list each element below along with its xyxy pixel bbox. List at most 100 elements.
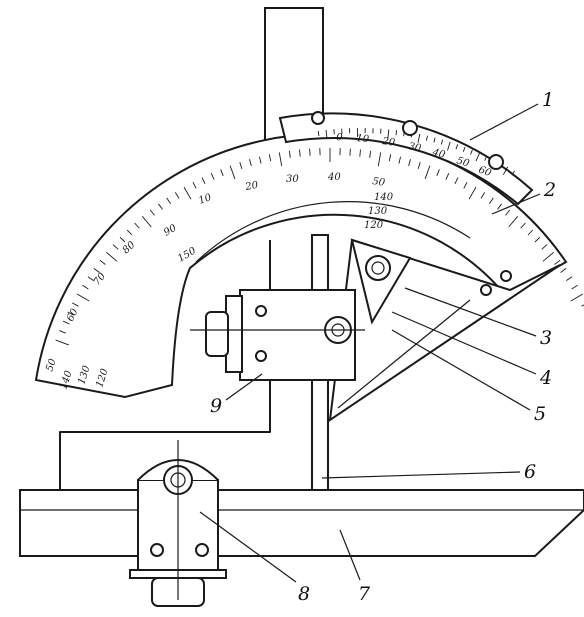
scale-tick <box>489 197 494 204</box>
scale-tick <box>542 251 554 262</box>
scale-tick <box>192 181 197 189</box>
scale-tick <box>388 154 392 162</box>
scale-tick <box>106 251 118 262</box>
scale-tick <box>349 148 351 156</box>
scale-tick <box>93 268 100 273</box>
scale-tick <box>258 156 262 164</box>
vernier-scale-numbers: 0 10 20 30 40 50 60 <box>336 132 494 179</box>
scale-tick <box>554 259 561 265</box>
scale-tick <box>566 276 573 281</box>
callout-3: 3 <box>540 327 552 349</box>
callout-2: 2 <box>543 179 556 201</box>
locking-nut <box>365 255 391 281</box>
scale-tick <box>560 268 567 273</box>
vernier-plate <box>278 112 534 206</box>
vernier-tick <box>317 130 320 136</box>
scale-tick <box>239 162 243 170</box>
arm-edge <box>337 299 471 409</box>
clamp-screw-2 <box>255 350 267 362</box>
scale-tick <box>268 154 272 162</box>
scale-tick <box>158 203 163 210</box>
scale-tick <box>76 293 90 302</box>
vernier-tick <box>470 149 473 155</box>
scale-tick <box>174 192 180 199</box>
scale-tick <box>369 150 372 158</box>
clamp-screw-1 <box>255 305 267 317</box>
scale-tick <box>377 152 382 167</box>
scale-tick <box>398 156 402 164</box>
vernier-num: 60 <box>477 164 493 179</box>
triangular-plate <box>350 238 412 325</box>
arm-hole-2 <box>500 270 512 282</box>
scale-tick <box>119 236 126 243</box>
scale-tick <box>220 169 224 176</box>
scale-tick <box>126 229 133 236</box>
scale-tick <box>570 293 584 302</box>
scale-tick <box>87 276 94 281</box>
scale-tick <box>463 181 468 189</box>
vernier-tick <box>502 166 509 175</box>
scale-tick <box>229 165 236 179</box>
scale-tick <box>149 209 155 216</box>
scale-tick <box>359 149 361 157</box>
inner-num: 130 <box>368 206 388 217</box>
vernier-tick <box>447 141 451 151</box>
scale-tick <box>63 320 70 325</box>
scale-tick <box>497 203 502 210</box>
scale-tick <box>183 186 192 200</box>
vernier-num: 30 <box>407 141 422 154</box>
callout-5: 5 <box>534 403 546 425</box>
leader-lines <box>199 103 541 583</box>
scale-tick <box>210 173 215 180</box>
base-clamp-screw-2 <box>195 543 209 557</box>
scale-tick <box>581 304 584 307</box>
vernier-screw-3 <box>488 154 504 170</box>
scale-tick <box>299 149 301 157</box>
scale-tick <box>99 259 106 265</box>
scale-tick <box>201 177 206 185</box>
vernier-num: 10 <box>356 133 370 145</box>
scale-tick <box>288 150 291 158</box>
outer-num: 40 <box>327 172 341 183</box>
inner-num: 140 <box>374 192 394 203</box>
scale-tick <box>424 165 431 179</box>
scale-tick <box>82 284 89 290</box>
scale-tick <box>445 173 450 180</box>
vernier-num: 50 <box>455 155 471 169</box>
base-ruler <box>19 489 584 557</box>
scale-tick <box>571 284 578 290</box>
vernier-tick <box>455 144 459 150</box>
scale-tick <box>505 209 511 216</box>
scale-tick <box>436 169 440 176</box>
vernier-num: 20 <box>381 136 397 149</box>
vernier-tick <box>417 133 421 143</box>
inner-num: 120 <box>364 220 384 231</box>
vernier-screw-1 <box>311 111 325 125</box>
scale-tick <box>67 311 75 316</box>
scale-tick <box>59 330 66 334</box>
vernier-tick <box>511 170 515 176</box>
vernier-tick <box>484 155 488 161</box>
scale-tick <box>541 244 548 250</box>
callout-7: 7 <box>358 583 371 605</box>
clamp-knob <box>205 311 229 357</box>
scale-tick <box>278 152 283 167</box>
scale-tick <box>408 159 411 167</box>
scale-tick <box>480 192 486 199</box>
vernier-tick <box>475 152 481 162</box>
vernier-tick <box>433 137 436 143</box>
vernier-tick <box>395 130 398 136</box>
callout-8: 8 <box>298 583 310 605</box>
vernier-num: 0 <box>336 132 344 143</box>
arm-hole-1 <box>480 284 492 296</box>
vernier-tick <box>387 129 390 139</box>
vernier-num: 40 <box>430 147 447 161</box>
main-scale-sector <box>34 132 568 399</box>
scale-tick <box>71 302 79 307</box>
vernier-tick <box>325 129 328 139</box>
vernier-tick <box>440 139 444 145</box>
callout-6: 6 <box>524 461 536 483</box>
scale-tick <box>454 177 459 185</box>
outer-num: 50 <box>44 357 59 373</box>
scale-tick <box>417 162 421 170</box>
